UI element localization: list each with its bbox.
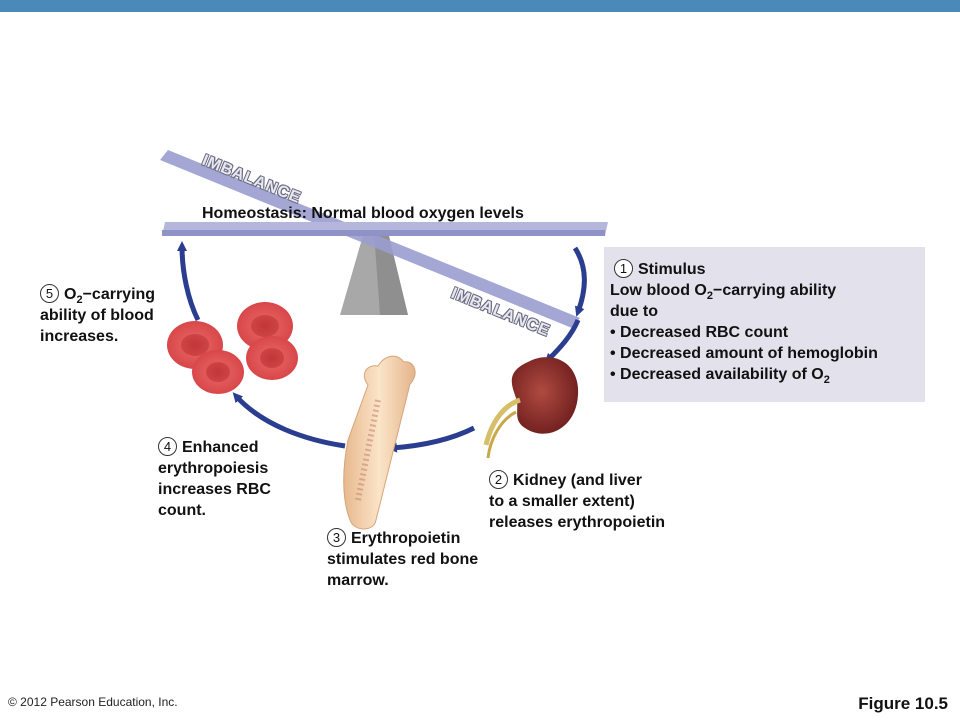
step-1-number: 1 <box>614 259 633 278</box>
step-1-heading: Stimulus <box>638 261 706 278</box>
arrow-to-kidney <box>544 319 581 364</box>
step-3-number: 3 <box>327 528 346 547</box>
arrow-balance-to-stimulus <box>572 246 587 317</box>
arrow-rbc-to-balance <box>177 241 201 322</box>
kidney-icon <box>483 357 579 459</box>
step-1-bullet1: • Decreased RBC count <box>610 324 789 341</box>
step-1-line2: due to <box>610 303 658 320</box>
step-1-line1: Low blood O2−carrying ability <box>610 282 837 303</box>
arrow-kidney-to-bone <box>387 425 476 453</box>
bone-icon <box>343 355 416 530</box>
step-5-number: 5 <box>40 284 59 303</box>
balance-title: Homeostasis: Normal blood oxygen levels <box>202 205 524 222</box>
step-2-number: 2 <box>489 470 508 489</box>
stimulus-box <box>604 247 925 402</box>
step-1-bullet3: • Decreased availability of O2 <box>610 366 830 387</box>
figure-label: Figure 10.5 <box>858 694 948 713</box>
red-blood-cells-icon <box>167 302 298 394</box>
step-4-number: 4 <box>158 437 177 456</box>
arrow-bone-to-rbc <box>232 392 346 449</box>
step-1-bullet2: • Decreased amount of hemoglobin <box>610 345 878 362</box>
copyright: © 2012 Pearson Education, Inc. <box>8 695 178 709</box>
top-bar <box>0 0 960 12</box>
seesaw-icon <box>160 150 608 328</box>
feedback-arrows <box>177 241 587 453</box>
